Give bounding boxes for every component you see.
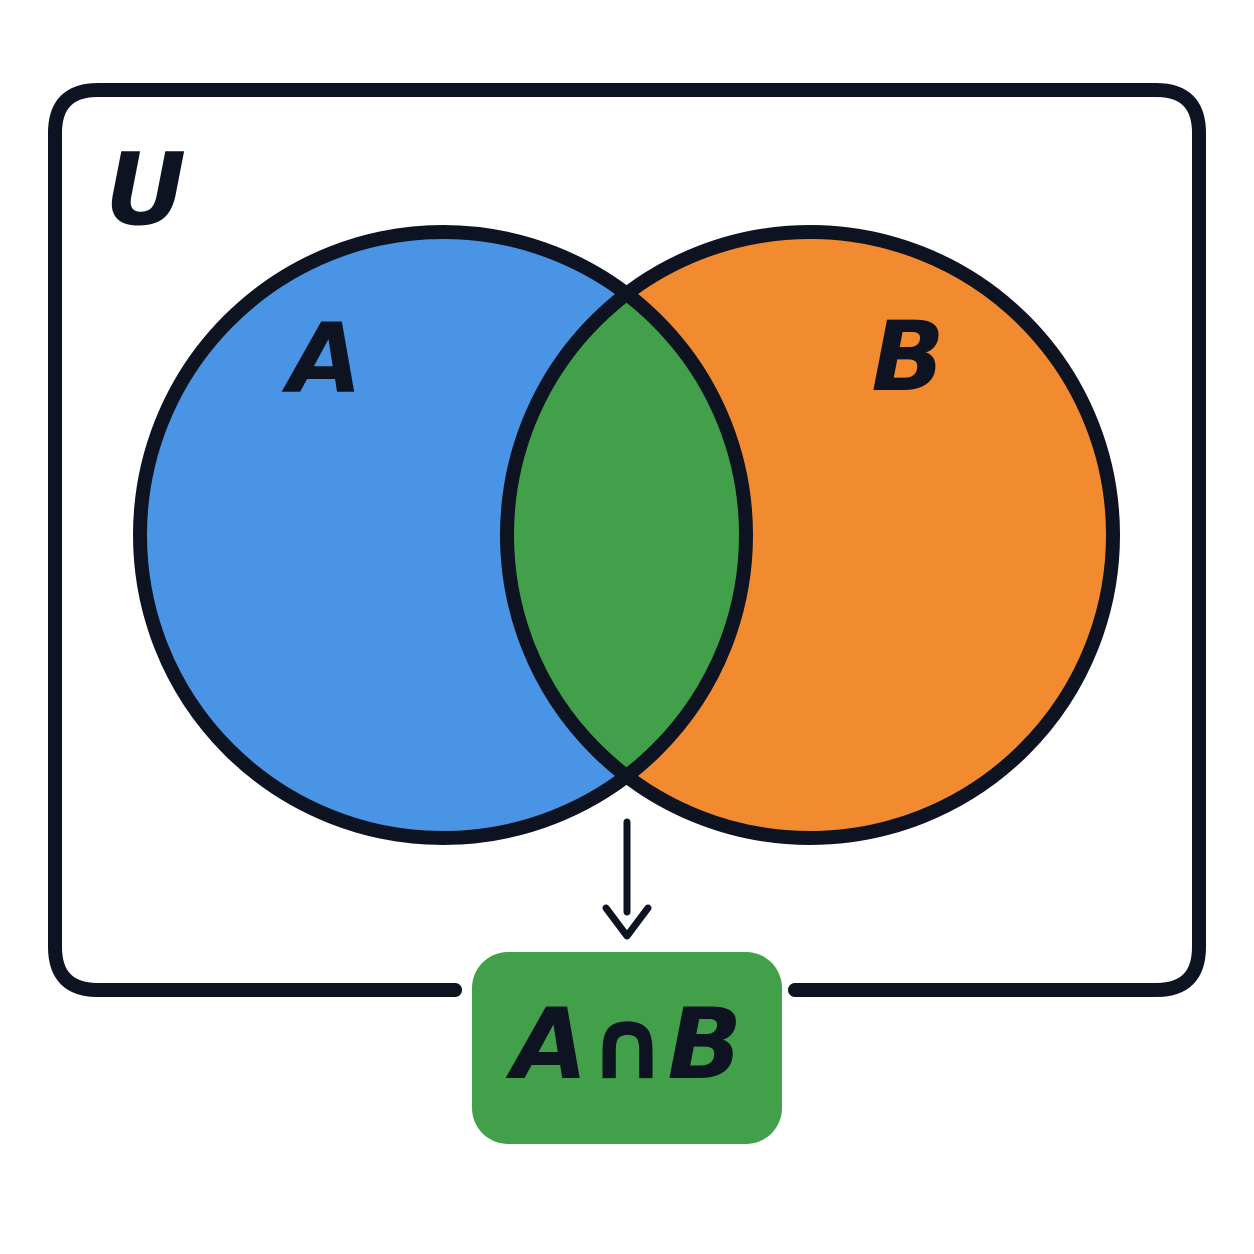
universe-label: U — [105, 131, 186, 248]
arrow-down-icon — [602, 818, 652, 940]
set-b-label: B — [871, 301, 944, 413]
set-b-outline — [500, 225, 1120, 845]
universe-frame — [48, 83, 1206, 997]
intersection-region — [507, 232, 746, 838]
set-a-label: A — [281, 303, 362, 415]
set-a-outline — [133, 225, 753, 845]
result-box — [472, 952, 782, 1144]
result-label: A∩B — [505, 988, 742, 1102]
